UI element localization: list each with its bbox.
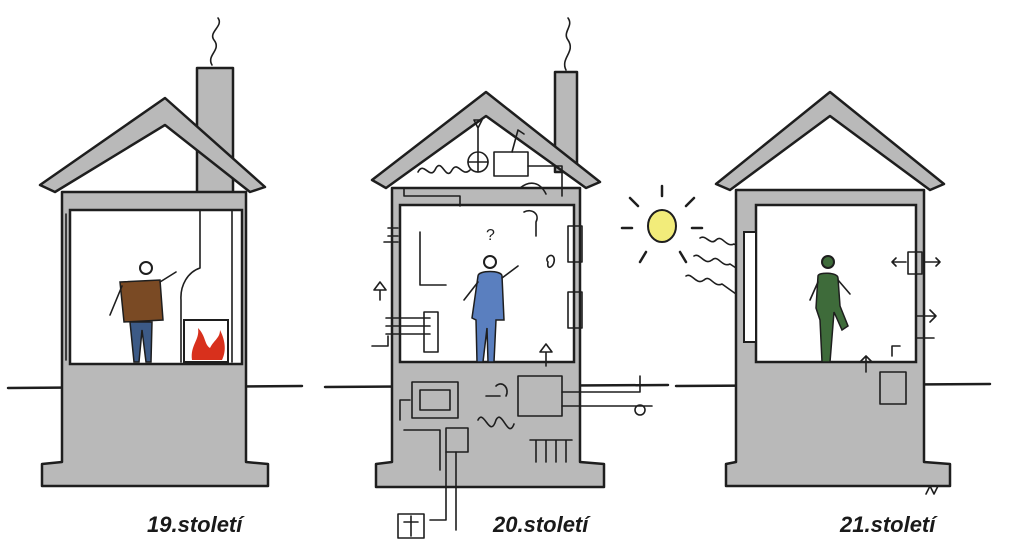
house-21st-century bbox=[714, 90, 952, 495]
roof-1 bbox=[38, 96, 267, 194]
smoke-icon bbox=[563, 17, 572, 71]
ventilation-units bbox=[859, 251, 941, 405]
caption-21st-century: 21.století bbox=[840, 512, 936, 537]
smoke-icon bbox=[209, 17, 221, 66]
sun-icon bbox=[620, 184, 704, 264]
wall-services-left bbox=[371, 227, 447, 353]
person-19th-century bbox=[109, 261, 177, 363]
caption-20th-century: 20.století bbox=[493, 512, 589, 537]
artist-signature bbox=[925, 485, 939, 495]
underground-pipes bbox=[397, 451, 457, 539]
solar-window bbox=[743, 231, 757, 343]
caption-19th-century: 19.století bbox=[147, 512, 243, 537]
house-19th-century bbox=[38, 17, 270, 488]
wall-services-right bbox=[523, 209, 583, 329]
roof-2 bbox=[370, 90, 602, 190]
house-20th-century: ? bbox=[370, 17, 653, 539]
basement-machinery bbox=[399, 343, 653, 471]
fireplace-icon bbox=[183, 319, 229, 363]
attic-machinery bbox=[403, 119, 563, 207]
roof-3 bbox=[714, 90, 946, 192]
person-20th-century: ? bbox=[463, 227, 519, 363]
svg-text:?: ? bbox=[486, 227, 495, 244]
person-21st-century bbox=[809, 255, 851, 363]
